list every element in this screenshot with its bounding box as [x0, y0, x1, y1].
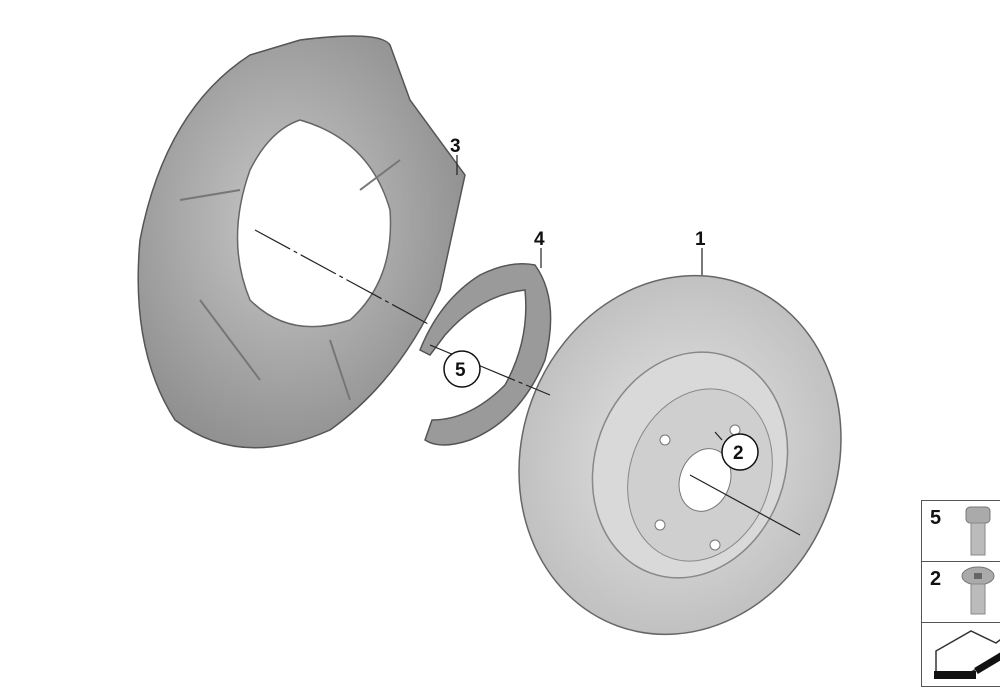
arrow-icon — [934, 630, 1000, 679]
callout-3[interactable]: 3 — [450, 136, 461, 157]
svg-text:3: 3 — [450, 136, 461, 157]
protection-plate[interactable] — [137, 35, 466, 449]
legend-label: 5 — [930, 507, 942, 529]
callout-5[interactable]: 5 — [443, 350, 481, 388]
callout-1[interactable]: 1 — [695, 229, 706, 250]
svg-text:2: 2 — [733, 443, 744, 464]
svg-text:5: 5 — [455, 360, 466, 381]
svg-text:1: 1 — [695, 229, 706, 250]
callout-4[interactable]: 4 — [534, 229, 545, 250]
callout-2[interactable]: 2 — [721, 433, 759, 471]
legend-row-screw[interactable]: 2 — [922, 562, 1000, 623]
leader-lines — [254, 155, 801, 536]
brake-disc[interactable] — [469, 230, 890, 680]
legend-row-bolt[interactable]: 5 — [922, 501, 1000, 562]
parts-legend: 5 2 — [921, 500, 1000, 687]
svg-text:4: 4 — [534, 229, 545, 250]
hex-bolt-icon — [965, 506, 991, 556]
legend-label: 2 — [930, 568, 942, 590]
countersunk-screw-icon — [961, 566, 995, 615]
brake-shoe[interactable] — [419, 263, 552, 446]
legend-row-arrow[interactable] — [922, 623, 1000, 685]
